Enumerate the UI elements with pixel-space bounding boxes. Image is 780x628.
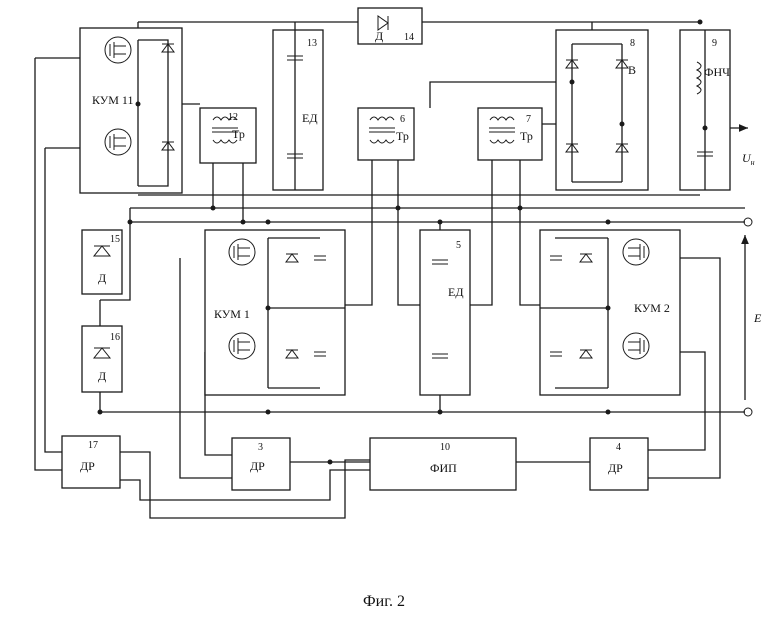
- output-voltage-subscript: н: [751, 158, 755, 167]
- block-14-number: 14: [404, 32, 414, 43]
- kum11-label: КУМ 11: [92, 93, 133, 107]
- block-13-name: ЕД: [302, 111, 318, 125]
- block-12-name: Тр: [232, 127, 245, 141]
- block-13-number: 13: [307, 38, 317, 49]
- terminal-icon: [744, 408, 752, 416]
- figure-caption: Фиг. 2: [363, 593, 405, 610]
- block-4-name: ДР: [608, 461, 623, 475]
- block-16-number: 16: [110, 332, 120, 343]
- block-6-name: Тр: [396, 129, 409, 143]
- rectifier-8-block: [556, 30, 648, 190]
- block-10-number: 10: [440, 442, 450, 453]
- filter-9-block: [680, 30, 730, 190]
- block-17-name: ДР: [80, 459, 95, 473]
- block-15-number: 15: [110, 234, 120, 245]
- output-voltage-label: Uн: [742, 151, 755, 167]
- kum1-label: КУМ 1: [214, 307, 250, 321]
- block-12-number: 12: [228, 112, 238, 123]
- block-8-name: В: [628, 63, 636, 77]
- block-15-name: Д: [98, 271, 106, 285]
- block-9-name: ФНЧ: [704, 65, 730, 79]
- block-14-name: Д: [375, 29, 383, 43]
- block-3-name: ДР: [250, 459, 265, 473]
- kum2-label: КУМ 2: [634, 301, 670, 315]
- block-8-number: 8: [630, 38, 635, 49]
- block-7-name: Тр: [520, 129, 533, 143]
- block-5-name: ЕД: [448, 285, 464, 299]
- block-7-number: 7: [526, 114, 531, 125]
- kum11-block: [80, 28, 182, 193]
- block-4-number: 4: [616, 442, 621, 453]
- terminal-icon: [744, 218, 752, 226]
- block-10-name: ФИП: [430, 461, 457, 475]
- block-9-number: 9: [712, 38, 717, 49]
- ed-5-block: [420, 230, 470, 395]
- block-17-number: 17: [88, 440, 98, 451]
- block-6-number: 6: [400, 114, 405, 125]
- block-5-number: 5: [456, 240, 461, 251]
- ed-13-block: [273, 30, 323, 190]
- block-16-name: Д: [98, 369, 106, 383]
- input-voltage-label: E: [753, 311, 762, 325]
- block-3-number: 3: [258, 442, 263, 453]
